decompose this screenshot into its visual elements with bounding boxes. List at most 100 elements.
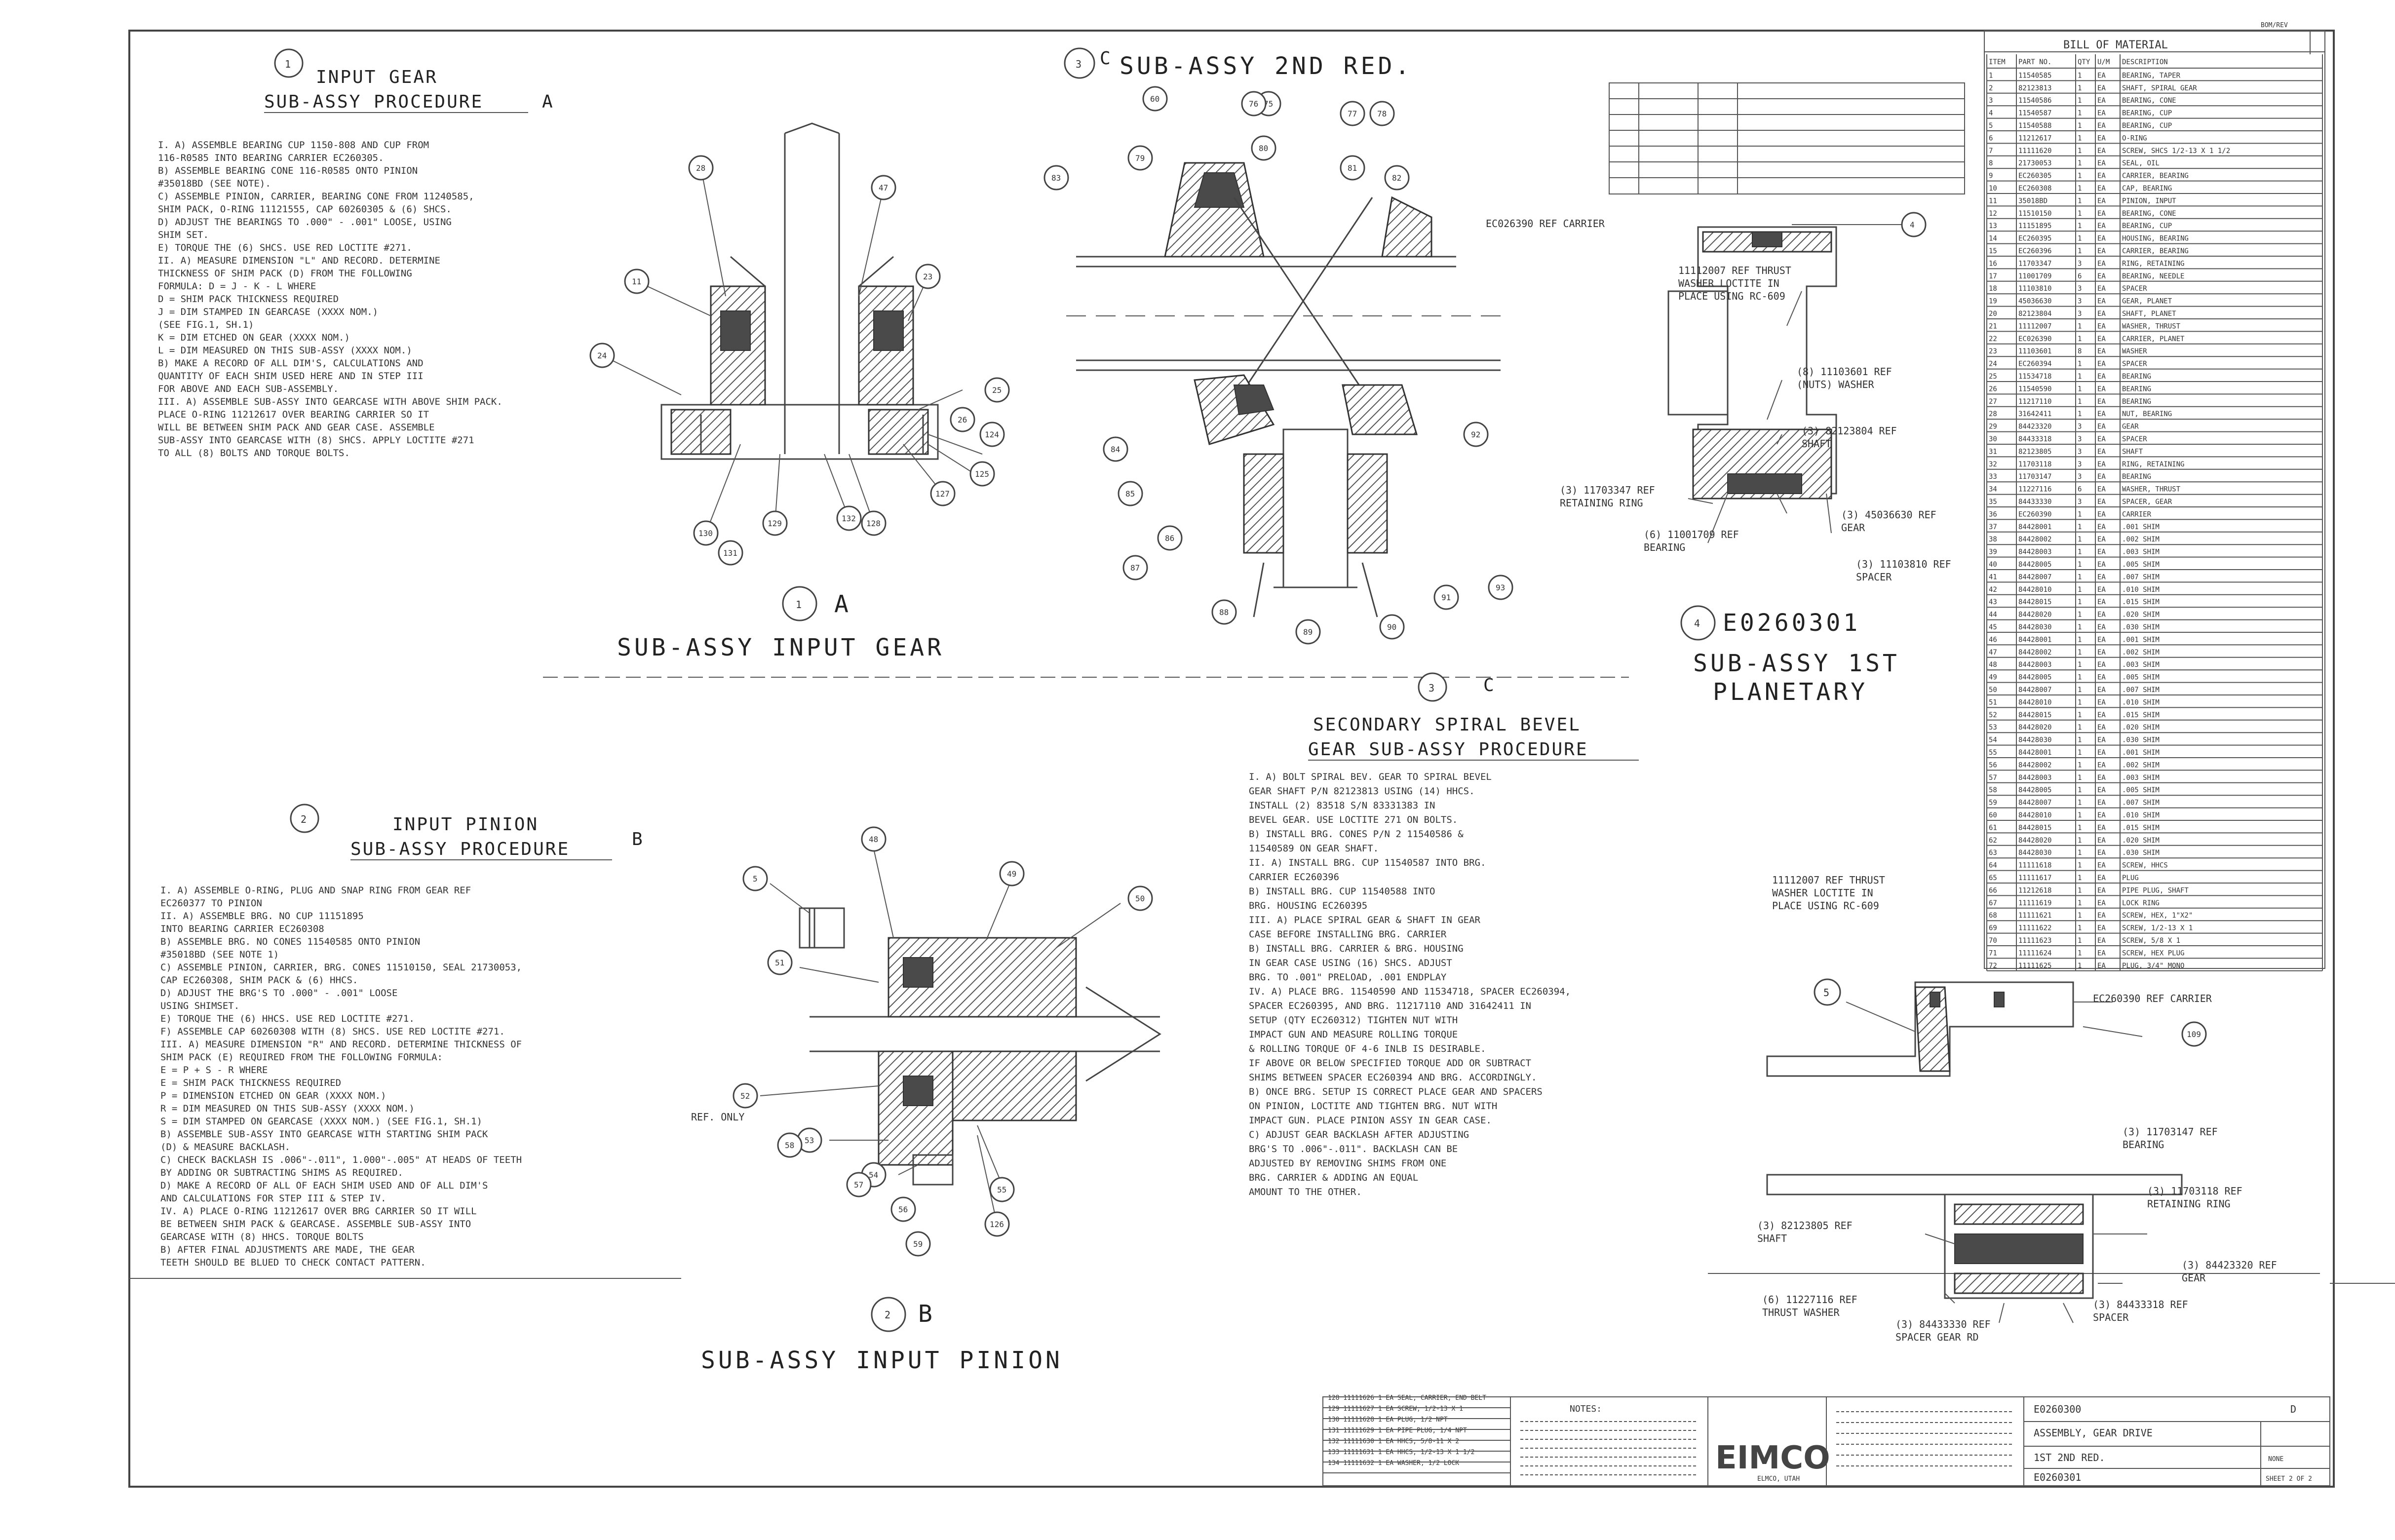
svg-text:CARRIER, BEARING: CARRIER, BEARING xyxy=(2122,247,2189,255)
svg-text:16: 16 xyxy=(1989,260,1997,268)
note-line: SUB-ASSY INTO GEARCASE WITH (8) SHCS. AP… xyxy=(158,435,474,446)
svg-text:.030 SHIM: .030 SHIM xyxy=(2122,623,2160,631)
view-caption: SUB-ASSY INPUT PINION xyxy=(701,1347,1063,1374)
svg-text:54: 54 xyxy=(869,1170,878,1180)
svg-text:11: 11 xyxy=(632,277,641,286)
svg-text:1: 1 xyxy=(2078,134,2082,142)
sheet-label: SHEET 2 OF 2 xyxy=(2266,1475,2312,1483)
note-line: AMOUNT TO THE OTHER. xyxy=(1249,1187,1362,1197)
svg-text:88: 88 xyxy=(1219,608,1229,617)
svg-text:.002 SHIM: .002 SHIM xyxy=(2122,536,2160,543)
note-line: USING SHIMSET. xyxy=(160,1001,239,1011)
svg-text:84433318: 84433318 xyxy=(2018,435,2051,443)
note-line: SHIMS BETWEEN SPACER EC260394 AND BRG. A… xyxy=(1249,1072,1537,1083)
svg-text:42: 42 xyxy=(1989,586,1997,594)
svg-text:1: 1 xyxy=(2078,824,2082,832)
view-marker: 5 xyxy=(1823,987,1829,999)
svg-text:3: 3 xyxy=(2078,461,2082,468)
svg-text:1: 1 xyxy=(2078,235,2082,243)
note-line: 116-R0585 INTO BEARING CARRIER EC260305. xyxy=(158,153,384,163)
svg-text:44: 44 xyxy=(1989,611,1997,619)
svg-text:27: 27 xyxy=(1989,398,1997,406)
item-bubble: 91 xyxy=(1433,584,1459,610)
svg-text:58: 58 xyxy=(785,1141,794,1150)
procedure-title: SUB-ASSY PROCEDURE xyxy=(264,92,483,112)
note-line: SHIM PACK (E) REQUIRED FROM THE FOLLOWIN… xyxy=(160,1052,443,1063)
svg-text:11112007: 11112007 xyxy=(2018,322,2051,330)
svg-text:41: 41 xyxy=(1989,573,1997,581)
svg-text:EA: EA xyxy=(2097,761,2106,769)
svg-text:SPACER: SPACER xyxy=(2122,285,2147,293)
ref-label: (3) 45036630 REF xyxy=(1841,509,1936,521)
svg-text:124: 124 xyxy=(985,430,999,439)
note-line: B) ASSEMBLE BEARING CONE 116-R0585 ONTO … xyxy=(158,165,418,176)
ref-label: SPACER GEAR RD xyxy=(1895,1331,1979,1343)
svg-text:.030 SHIM: .030 SHIM xyxy=(2122,736,2160,744)
bom-row: 130 11111628 1 EA PLUG, 1/2 NPT xyxy=(1328,1416,1448,1424)
svg-text:53: 53 xyxy=(1989,724,1997,732)
note-line: III. A) ASSEMBLE SUB-ASSY INTO GEARCASE … xyxy=(158,396,502,407)
svg-text:1: 1 xyxy=(2078,335,2082,343)
svg-text:CARRIER, PLANET: CARRIER, PLANET xyxy=(2122,335,2185,343)
svg-text:.010 SHIM: .010 SHIM xyxy=(2122,811,2160,819)
svg-text:EA: EA xyxy=(2097,222,2106,230)
item-bubble: 25 xyxy=(984,377,1010,403)
svg-text:1: 1 xyxy=(2078,724,2082,732)
note-line: INSTALL (2) 83518 S/N 83331383 IN xyxy=(1249,800,1435,811)
svg-text:47: 47 xyxy=(879,183,888,192)
item-bubble: 87 xyxy=(1122,555,1148,580)
svg-text:52: 52 xyxy=(740,1091,750,1101)
view-suffix: C xyxy=(1100,48,1112,69)
item-bubble: 26 xyxy=(950,407,975,432)
svg-text:.020 SHIM: .020 SHIM xyxy=(2122,724,2160,732)
svg-text:EA: EA xyxy=(2097,649,2106,656)
svg-text:125: 125 xyxy=(975,469,989,479)
note-line: SHIM PACK, O-RING 11121555, CAP 60260305… xyxy=(158,204,452,215)
svg-text:SEAL, OIL: SEAL, OIL xyxy=(2122,159,2160,167)
note-line: II. A) INSTALL BRG. CUP 11540587 INTO BR… xyxy=(1249,857,1486,868)
svg-text:EA: EA xyxy=(2097,912,2106,920)
svg-text:54: 54 xyxy=(1989,736,1997,744)
svg-text:43: 43 xyxy=(1989,598,1997,606)
svg-text:45: 45 xyxy=(1989,623,1997,631)
svg-text:62: 62 xyxy=(1989,837,1997,845)
ref-label: (6) 11227116 REF xyxy=(1762,1294,1857,1306)
svg-text:.010 SHIM: .010 SHIM xyxy=(2122,698,2160,706)
svg-text:1: 1 xyxy=(2078,912,2082,920)
note-line: GEAR SHAFT P/N 82123813 USING (14) HHCS. xyxy=(1249,786,1475,797)
item-bubble: 5 xyxy=(742,866,768,891)
svg-text:1: 1 xyxy=(2078,398,2082,406)
svg-text:.003 SHIM: .003 SHIM xyxy=(2122,774,2160,782)
svg-text:48: 48 xyxy=(1989,661,1997,669)
svg-text:BEARING, CUP: BEARING, CUP xyxy=(2122,222,2172,230)
svg-text:.007 SHIM: .007 SHIM xyxy=(2122,799,2160,807)
svg-text:3: 3 xyxy=(2078,435,2082,443)
note-line: 11540589 ON GEAR SHAFT. xyxy=(1249,843,1379,854)
svg-text:21: 21 xyxy=(1989,322,1997,330)
svg-text:11217110: 11217110 xyxy=(2018,398,2051,406)
svg-text:61: 61 xyxy=(1989,824,1997,832)
svg-text:EA: EA xyxy=(2097,924,2106,932)
svg-text:BEARING: BEARING xyxy=(2122,373,2151,381)
svg-text:84428030: 84428030 xyxy=(2018,736,2051,744)
bom-header: U/M xyxy=(2097,58,2110,66)
svg-text:1: 1 xyxy=(2078,862,2082,870)
svg-text:.010 SHIM: .010 SHIM xyxy=(2122,586,2160,594)
ref-label: (3) 11703347 REF xyxy=(1560,484,1655,496)
svg-text:EA: EA xyxy=(2097,448,2106,456)
svg-text:EA: EA xyxy=(2097,298,2106,306)
